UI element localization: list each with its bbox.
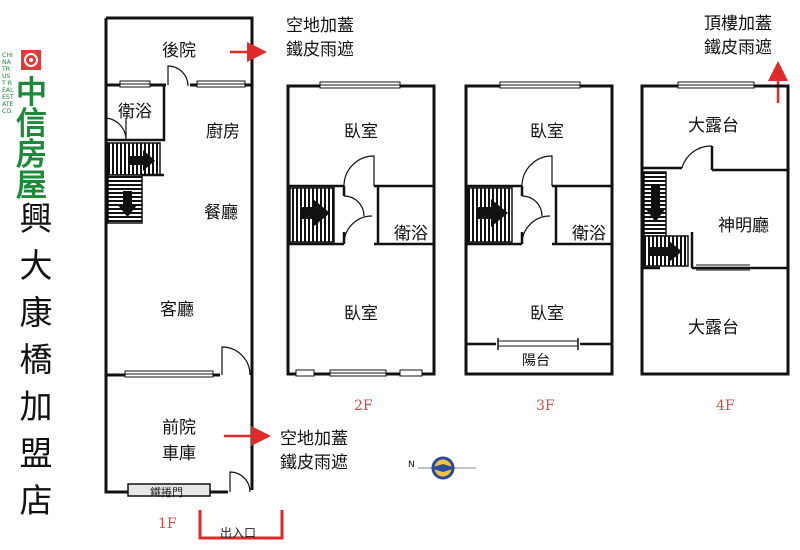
stair-arrow-icon <box>478 199 508 227</box>
room-4f-terrace-top: 大露台 <box>688 116 739 136</box>
room-3f-balcony: 陽台 <box>522 353 550 369</box>
entrance-label: 出入口 <box>220 526 257 540</box>
floor-1f-plan <box>104 16 254 497</box>
brand-logo <box>21 50 41 70</box>
room-2f-bedroom-top: 臥室 <box>344 122 378 142</box>
door-swing-icon <box>521 195 543 217</box>
rolling-gate <box>127 483 211 497</box>
stair-arrow-icon <box>117 150 155 217</box>
room-kitchen: 廚房 <box>206 122 240 142</box>
door-swing-icon <box>167 65 189 87</box>
room-3f-bedroom-bottom: 臥室 <box>530 304 564 324</box>
floor-2f-plan <box>286 81 436 377</box>
gate-label: 鐵捲門 <box>150 486 183 499</box>
room-3f-bathroom: 衛浴 <box>572 224 606 244</box>
door-swing-icon <box>343 155 375 187</box>
room-garage: 車庫 <box>162 444 196 464</box>
logo-company-name: CHINATRUST REAL ESTATE CO. <box>2 52 14 115</box>
door-swing-icon <box>229 471 251 493</box>
door-swing-icon <box>343 215 373 245</box>
floor-3f-plan <box>464 81 614 376</box>
note-front-cover: 空地加蓋鐵皮雨遮 <box>280 429 348 473</box>
stair-arrow-icon <box>645 186 682 262</box>
room-bathroom: 衛浴 <box>118 102 152 122</box>
door-swing-icon <box>521 155 553 187</box>
door-swing-icon <box>343 195 365 217</box>
window-icon <box>399 369 423 377</box>
room-2f-bathroom: 衛浴 <box>394 224 428 244</box>
store-name: 興大康橋加盟店 <box>19 199 53 520</box>
entrance-marker <box>198 510 284 540</box>
compass-north-label: N <box>408 460 415 470</box>
window-icon <box>295 369 315 377</box>
room-4f-shrine: 神明廳 <box>718 216 769 236</box>
room-living: 客廳 <box>160 300 194 320</box>
room-front-yard: 前院 <box>162 418 196 438</box>
room-dining: 餐廳 <box>204 203 238 223</box>
door-swing-icon <box>221 346 251 376</box>
stair-arrow-icon <box>300 199 330 227</box>
floor-label-4f: 4F <box>716 398 735 414</box>
stair-block <box>107 174 143 224</box>
compass-icon <box>418 456 476 480</box>
floor-4f-plan <box>640 81 790 376</box>
note-backyard-cover: 空地加蓋鐵皮雨遮 <box>286 16 354 60</box>
note-roof-cover: 頂樓加蓋鐵皮雨遮 <box>704 14 772 58</box>
floor-label-1f: 1F <box>158 516 177 532</box>
door-swing-icon <box>681 145 713 169</box>
room-3f-bedroom-top: 臥室 <box>530 122 564 142</box>
room-backyard: 後院 <box>162 41 196 61</box>
room-4f-terrace-bottom: 大露台 <box>688 318 739 338</box>
door-swing-icon <box>521 215 551 245</box>
floor-label-2f: 2F <box>354 398 373 414</box>
room-2f-bedroom-bottom: 臥室 <box>344 304 378 324</box>
logo-brand-text: 中信房屋 <box>16 75 47 204</box>
floor-label-3f: 3F <box>536 398 555 414</box>
